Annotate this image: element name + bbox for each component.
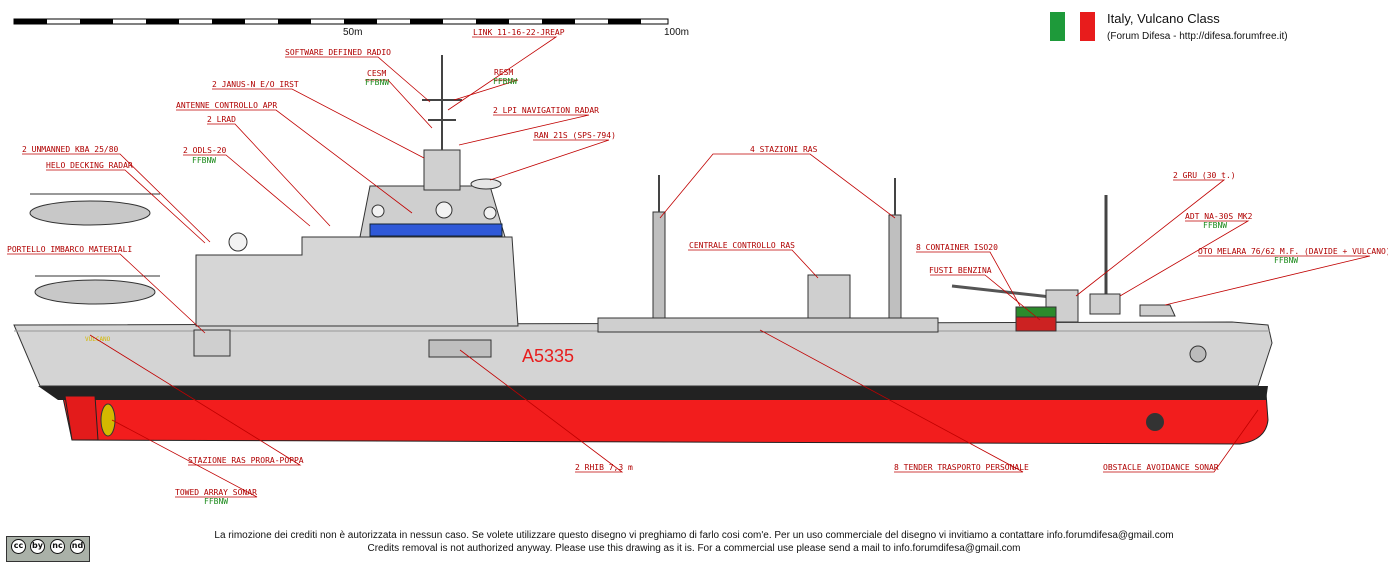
label-rhib: 2 RHIB 7,3 m (575, 463, 633, 472)
label-oto-ffbnw: FFBNW (1274, 256, 1298, 265)
label-helo-radar: HELO DECKING RADAR (46, 161, 133, 170)
scale-mid: 50m (343, 27, 362, 38)
label-link: LINK 11-16-22-JREAP (473, 28, 565, 37)
label-antenne: ANTENNE CONTROLLO APR (176, 101, 277, 110)
label-software-defined-radio: SOFTWARE DEFINED RADIO (285, 48, 391, 57)
label-cesm-ffbnw: FFBNW (365, 78, 389, 87)
cc-icon: cc (11, 539, 26, 554)
label-portello: PORTELLO IMBARCO MATERIALI (7, 245, 132, 254)
label-fusti: FUSTI BENZINA (929, 266, 992, 275)
hull-number: A5335 (522, 346, 574, 366)
label-odls-ffbnw: FFBNW (192, 156, 216, 165)
label-tender: 8 TENDER TRASPORTO PERSONALE (894, 463, 1029, 472)
label-container: 8 CONTAINER ISO20 (916, 243, 998, 252)
label-janus: 2 JANUS-N E/O IRST (212, 80, 299, 89)
cc-license-badge: cc by nc nd (6, 536, 90, 562)
page-title: Italy, Vulcano Class (1107, 11, 1220, 26)
leader-lines (7, 36, 1371, 498)
label-unmanned: 2 UNMANNED KBA 25/80 (22, 145, 119, 154)
italy-flag (1050, 12, 1095, 41)
label-resm: RESM (494, 68, 513, 77)
label-cesm: CESM (367, 69, 386, 78)
label-odls: 2 ODLS-20 (183, 146, 227, 155)
credits-english: Credits removal is not authorized anyway… (367, 543, 1021, 554)
ship (13, 55, 1273, 445)
source-credit: (Forum Difesa - http://difesa.forumfree.… (1107, 31, 1288, 42)
nc-icon: nc (50, 539, 65, 554)
label-gru: 2 GRU (30 t.) (1173, 171, 1236, 180)
scale-end: 100m (664, 27, 689, 38)
label-towed-ffbnw: FFBNW (204, 497, 228, 506)
label-stazioni-ras: 4 STAZIONI RAS (750, 145, 818, 154)
nd-icon: nd (70, 539, 85, 554)
credits-italian: La rimozione dei crediti non è autorizza… (214, 530, 1174, 541)
label-lrad: 2 LRAD (207, 115, 236, 124)
label-resm-ffbnw: FFBNW (493, 77, 517, 86)
label-adt: ADT NA-30S MK2 (1185, 212, 1253, 221)
label-oto: OTO MELARA 76/62 M.F. (DAVIDE + VULCANO) (1198, 247, 1388, 256)
by-icon: by (30, 539, 45, 554)
label-towed: TOWED ARRAY SONAR (175, 488, 257, 497)
scale-bar: 50m 100m (13, 18, 689, 38)
label-lpi-radar: 2 LPI NAVIGATION RADAR (493, 106, 599, 115)
label-ran: RAN 21S (SPS-794) (534, 131, 616, 140)
label-centrale: CENTRALE CONTROLLO RAS (689, 241, 795, 250)
label-obstacle: OBSTACLE AVOIDANCE SONAR (1103, 463, 1219, 472)
label-stazione-ras-pp: STAZIONE RAS PRORA-POPPA (188, 456, 304, 465)
label-adt-ffbnw: FFBNW (1203, 221, 1227, 230)
